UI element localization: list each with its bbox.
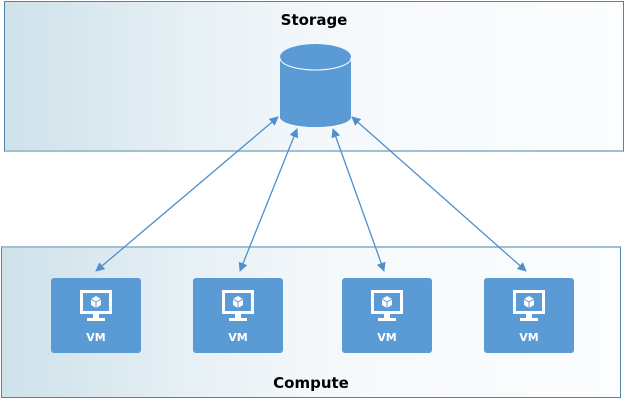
arrow-storage-vm-1 — [95, 116, 279, 272]
arrow-storage-vm-3 — [331, 128, 386, 272]
compute-title: Compute — [273, 374, 349, 392]
vm-card-4[interactable]: VM — [484, 278, 574, 353]
database-top — [280, 44, 351, 70]
vm-card-1[interactable]: VM — [51, 278, 141, 353]
vm-card-3[interactable]: VM — [342, 278, 432, 353]
database-body — [280, 58, 351, 121]
vm-card-2[interactable]: VM — [193, 278, 283, 353]
storage-title: Storage — [280, 11, 348, 29]
vm-label: VM — [228, 331, 248, 344]
arrow-storage-vm-4 — [351, 116, 527, 272]
vm-label: VM — [86, 331, 106, 344]
monitor-cube-icon — [513, 290, 545, 321]
vm-label: VM — [377, 331, 397, 344]
monitor-cube-icon — [371, 290, 403, 321]
arrow-storage-vm-2 — [238, 128, 299, 272]
vm-label: VM — [519, 331, 539, 344]
monitor-cube-icon — [80, 290, 112, 321]
monitor-cube-icon — [222, 290, 254, 321]
